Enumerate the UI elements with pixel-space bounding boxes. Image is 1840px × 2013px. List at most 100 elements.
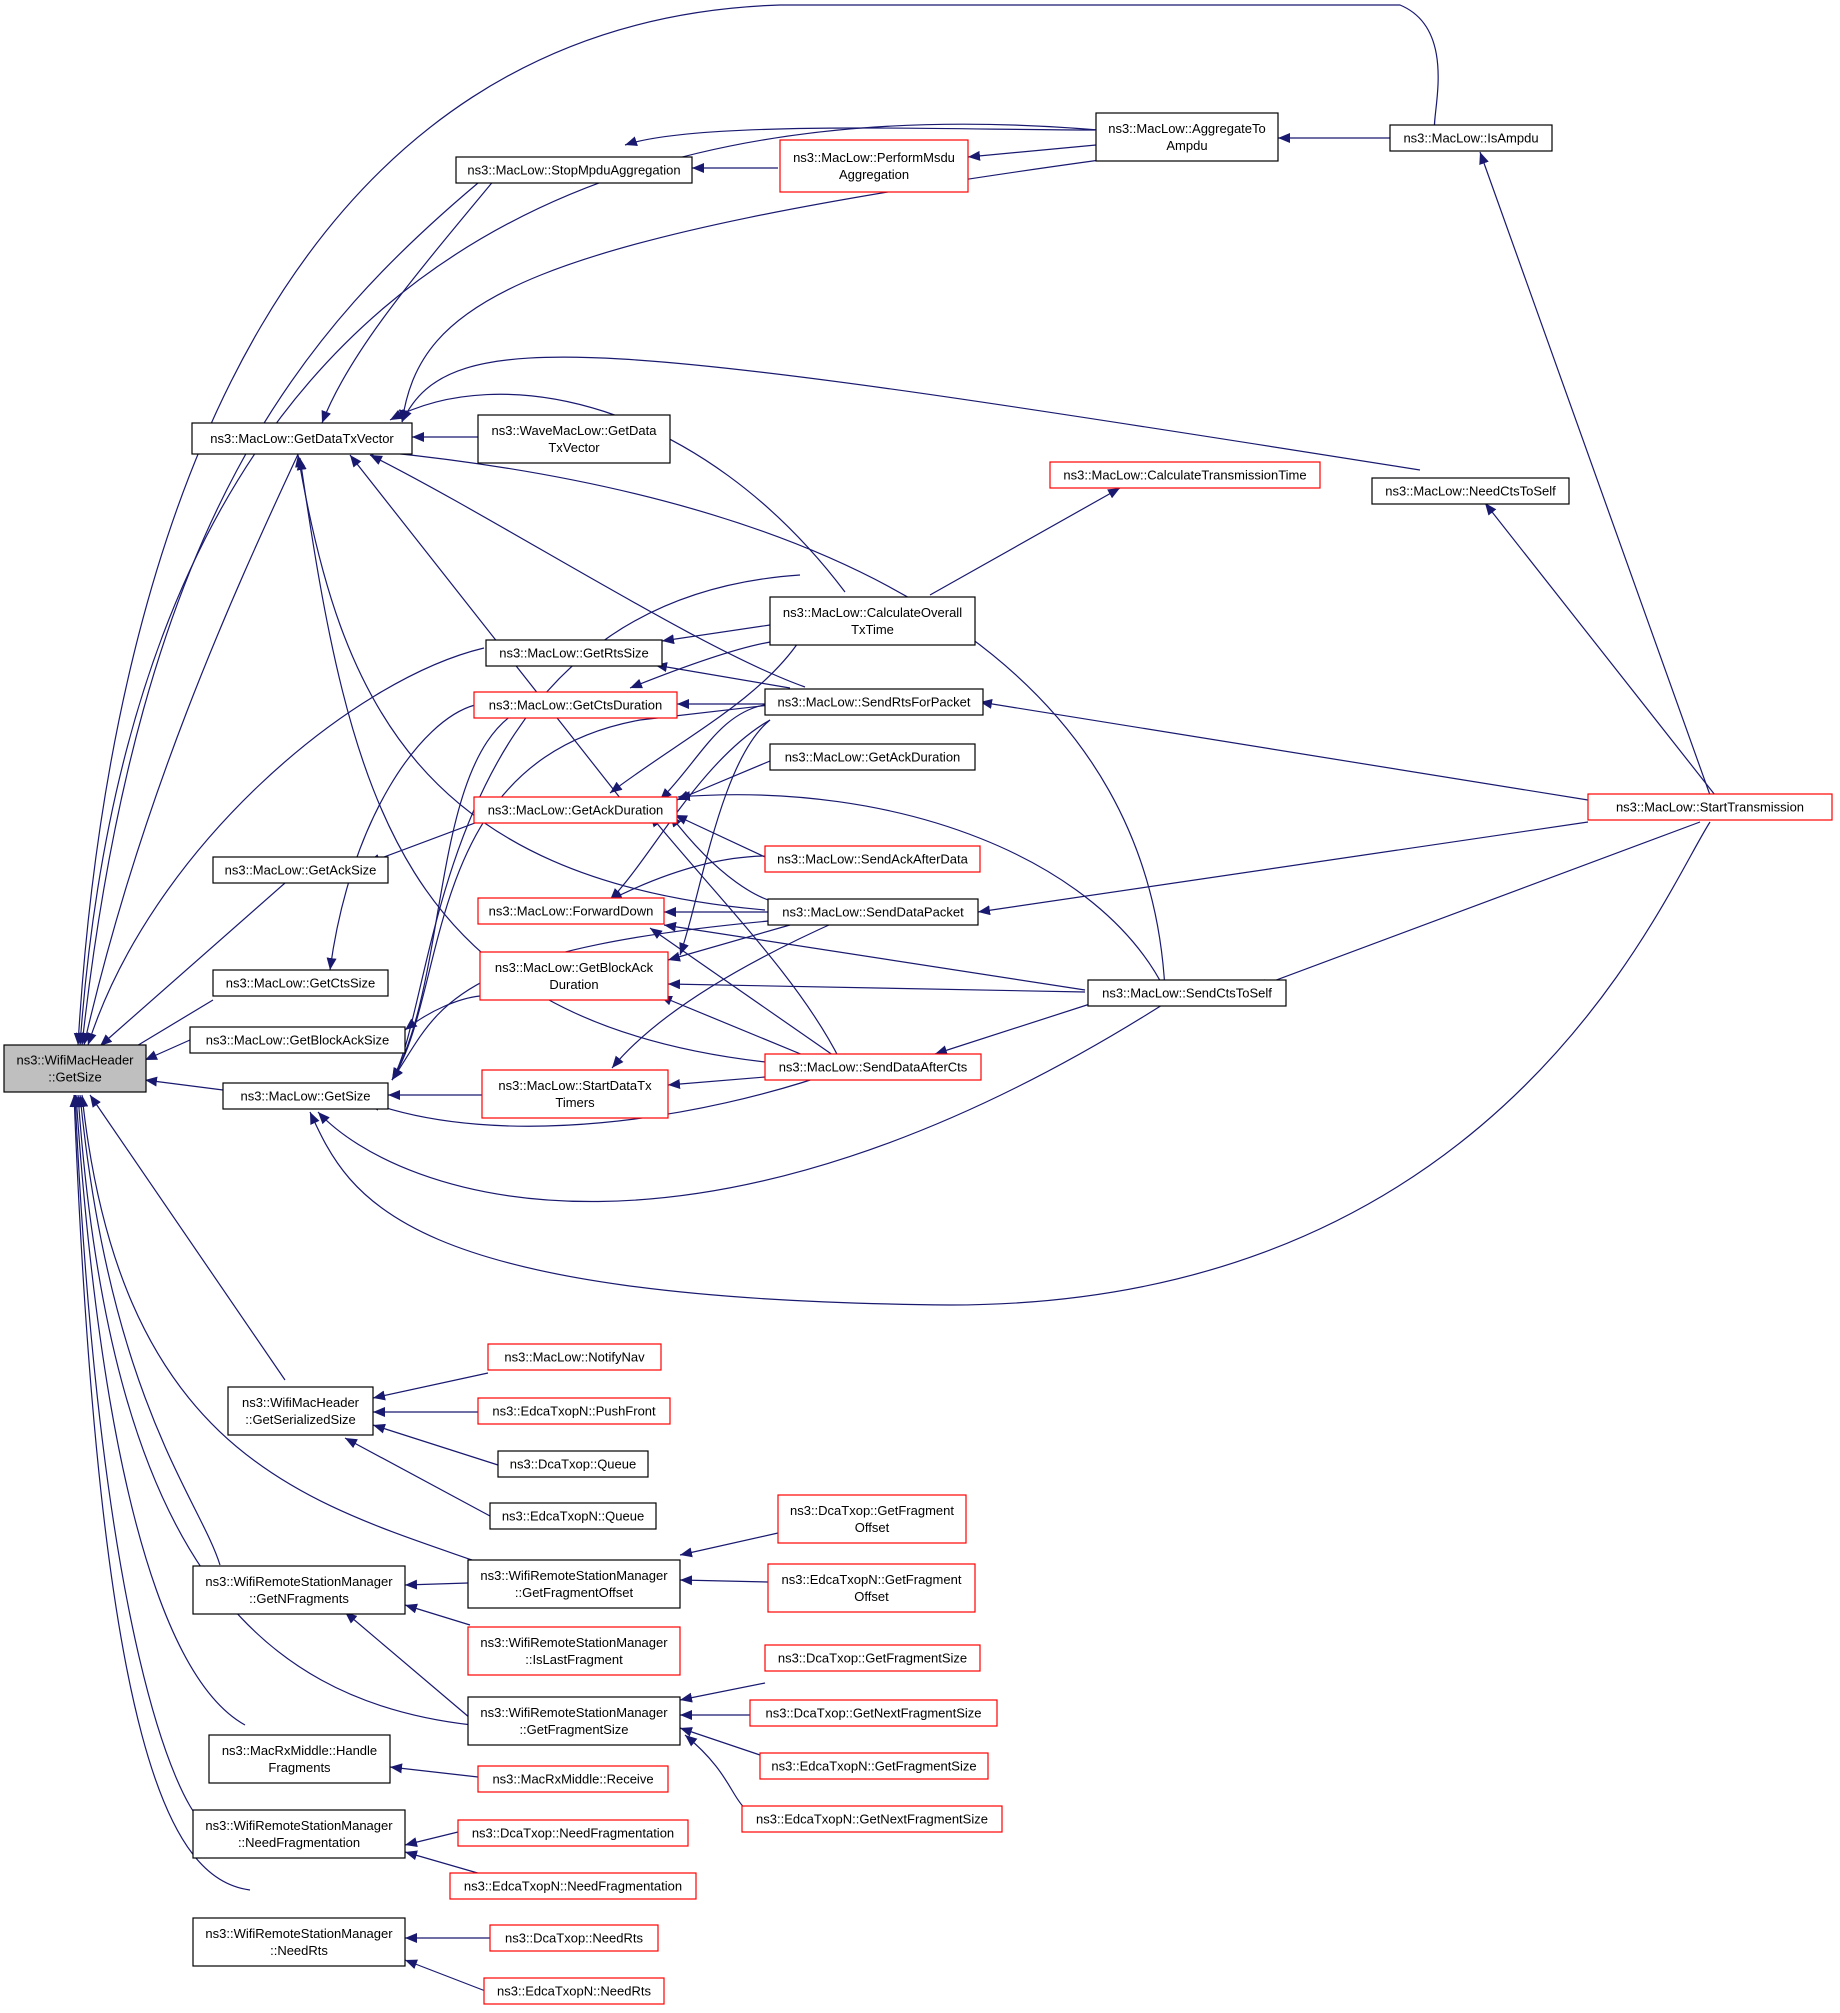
node-box (457, 1819, 689, 1847)
edge (977, 821, 1589, 916)
edge (81, 449, 301, 1046)
node-getsize[interactable]: ns3::MacLow::GetSize (222, 1082, 389, 1110)
edge (391, 709, 521, 1081)
node-getctsduration[interactable]: ns3::MacLow::GetCtsDuration (473, 691, 678, 719)
node-dcafragoffset[interactable]: ns3::DcaTxop::GetFragmentOffset (777, 1494, 967, 1544)
node-senddataafterCts[interactable]: ns3::MacLow::SendDataAfterCts (764, 1053, 982, 1081)
node-senddatapacket[interactable]: ns3::MacLow::SendDataPacket (767, 898, 979, 926)
node-getackduration2[interactable]: ns3::MacLow::GetAckDuration (769, 743, 976, 771)
node-label: ns3::EdcaTxopN::GetFragmentSize (771, 1759, 976, 1774)
node-box (481, 1069, 669, 1119)
edge (609, 719, 771, 901)
node-stopmpdu[interactable]: ns3::MacLow::StopMpduAggregation (455, 156, 693, 184)
node-label: TxVector (548, 440, 600, 455)
node-edcafragoffset[interactable]: ns3::EdcaTxopN::GetFragmentOffset (767, 1563, 976, 1613)
node-edcafragsize[interactable]: ns3::EdcaTxopN::GetFragmentSize (759, 1752, 989, 1780)
node-label: ns3::MacLow::IsAmpdu (1403, 131, 1538, 146)
edge (404, 1579, 469, 1590)
node-getblockacksize[interactable]: ns3::MacLow::GetBlockAckSize (189, 1026, 406, 1054)
node-needfragmentation[interactable]: ns3::WifiRemoteStationManager::NeedFragm… (192, 1809, 406, 1859)
node-label: ns3::DcaTxop::GetFragmentSize (778, 1651, 967, 1666)
node-box (764, 845, 981, 873)
edge (367, 1069, 841, 1127)
node-label: ns3::MacLow::SendAckAfterData (777, 852, 969, 867)
edge (679, 1682, 766, 1703)
edge (78, 1094, 473, 1561)
node-dcafragsize[interactable]: ns3::DcaTxop::GetFragmentSize (764, 1644, 981, 1672)
node-box (1087, 979, 1287, 1007)
node-edcaneedrts[interactable]: ns3::EdcaTxopN::NeedRts (483, 1977, 665, 2005)
node-starttransmission[interactable]: ns3::MacLow::StartTransmission (1587, 793, 1833, 821)
node-pushfront[interactable]: ns3::EdcaTxopN::PushFront (477, 1397, 671, 1425)
node-label: ::NeedRts (270, 1943, 328, 1958)
node-box (767, 1563, 976, 1613)
edge (1254, 821, 1701, 989)
edge (967, 144, 1097, 161)
node-wrsmfragoffset[interactable]: ns3::WifiRemoteStationManager::GetFragme… (467, 1559, 681, 1609)
node-getackduration[interactable]: ns3::MacLow::GetAckDuration (473, 796, 678, 824)
edge (1479, 151, 1711, 796)
node-dcaneedrts[interactable]: ns3::DcaTxop::NeedRts (489, 1924, 659, 1952)
node-edcaneedfrag[interactable]: ns3::EdcaTxopN::NeedFragmentation (449, 1872, 697, 1900)
node-edcaqueue[interactable]: ns3::EdcaTxopN::Queue (489, 1502, 657, 1530)
node-getctssize[interactable]: ns3::MacLow::GetCtsSize (212, 969, 389, 997)
node-getnfragments[interactable]: ns3::WifiRemoteStationManager::GetNFragm… (192, 1565, 406, 1615)
edge (398, 159, 1101, 423)
node-box (212, 856, 389, 884)
node-forwarddown[interactable]: ns3::MacLow::ForwardDown (477, 897, 665, 925)
node-label: ns3::MacLow::CalculateOverall (783, 605, 962, 620)
node-getserialized[interactable]: ns3::WifiMacHeader::GetSerializedSize (227, 1386, 374, 1436)
node-label: ns3::MacLow::StartDataTx (498, 1078, 652, 1093)
node-label: ::IsLastFragment (525, 1652, 623, 1667)
node-wrsmfragsize[interactable]: ns3::WifiRemoteStationManager::GetFragme… (467, 1696, 681, 1746)
node-box (1389, 124, 1553, 152)
edge (389, 1763, 479, 1778)
node-label: ns3::MacLow::NeedCtsToSelf (1385, 484, 1556, 499)
node-box (489, 1502, 657, 1530)
node-getrtssize[interactable]: ns3::MacLow::GetRtsSize (485, 639, 663, 667)
node-label: ns3::WifiMacHeader (16, 1053, 134, 1068)
edge (404, 1831, 459, 1847)
node-box (479, 951, 669, 1001)
edge (389, 393, 846, 593)
node-label: ns3::WifiRemoteStationManager (480, 1705, 668, 1720)
node-root[interactable]: ns3::WifiMacHeader::GetSize (3, 1044, 147, 1093)
node-dcaneedfrag[interactable]: ns3::DcaTxop::NeedFragmentation (457, 1819, 689, 1847)
node-wavemaclow[interactable]: ns3::WaveMacLow::GetDataTxVector (477, 414, 671, 464)
node-isampdu[interactable]: ns3::MacLow::IsAmpdu (1389, 124, 1553, 152)
node-label: ns3::WifiRemoteStationManager (205, 1818, 393, 1833)
node-label: ns3::MacLow::ForwardDown (489, 904, 654, 919)
call-graph-nodes: ns3::WifiMacHeader::GetSizens3::MacLow::… (3, 112, 1833, 2005)
node-dcanextfragsize[interactable]: ns3::DcaTxop::GetNextFragmentSize (749, 1699, 998, 1727)
node-label: ns3::MacLow::StartTransmission (1616, 800, 1804, 815)
node-label: ns3::MacLow::SendCtsToSelf (1102, 986, 1272, 1001)
node-notifynav[interactable]: ns3::MacLow::NotifyNav (487, 1343, 662, 1371)
node-needctstoself[interactable]: ns3::MacLow::NeedCtsToSelf (1371, 477, 1570, 505)
node-calctranstime[interactable]: ns3::MacLow::CalculateTransmissionTime (1049, 461, 1321, 489)
node-rxreceive[interactable]: ns3::MacRxMiddle::Receive (477, 1765, 669, 1793)
node-sendackafterdata[interactable]: ns3::MacLow::SendAckAfterData (764, 845, 981, 873)
node-dcaqueue[interactable]: ns3::DcaTxop::Queue (497, 1450, 649, 1478)
node-box (1371, 477, 1570, 505)
node-label: ns3::MacLow::SendDataAfterCts (779, 1060, 968, 1075)
edge (369, 454, 806, 688)
node-label: Duration (549, 977, 598, 992)
node-sendrtsforpacket[interactable]: ns3::MacLow::SendRtsForPacket (764, 688, 984, 716)
node-needrts[interactable]: ns3::WifiRemoteStationManager::NeedRts (192, 1917, 406, 1967)
edge (667, 1076, 766, 1089)
node-label: ns3::MacLow::NotifyNav (504, 1350, 645, 1365)
node-islastfragment[interactable]: ns3::WifiRemoteStationManager::IsLastFra… (467, 1626, 681, 1676)
node-getacksize[interactable]: ns3::MacLow::GetAckSize (212, 856, 389, 884)
node-box (3, 1044, 147, 1093)
node-getdatatxvector[interactable]: ns3::MacLow::GetDataTxVector (191, 422, 413, 455)
node-sendctstoself[interactable]: ns3::MacLow::SendCtsToSelf (1087, 979, 1287, 1007)
node-label: ns3::MacLow::SendRtsForPacket (778, 695, 971, 710)
node-edcanextfragsize[interactable]: ns3::EdcaTxopN::GetNextFragmentSize (741, 1805, 1003, 1833)
